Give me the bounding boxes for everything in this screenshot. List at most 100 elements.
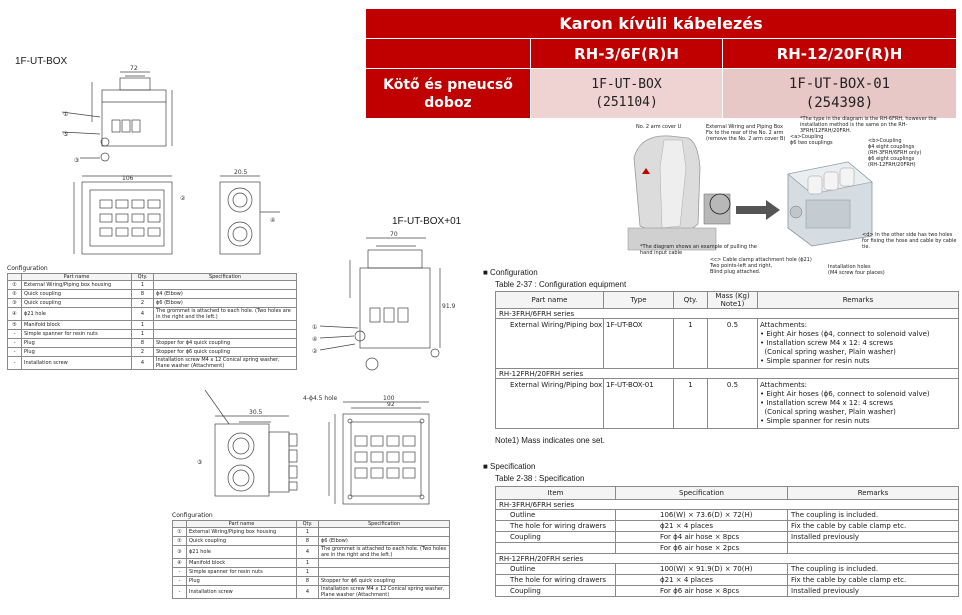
table-cell: ϕ21 hole	[21, 307, 132, 321]
note-coupling-b: <b>Coupling ϕ4 eight couplings (RH-3FRH/…	[868, 138, 922, 168]
remark: Attachments:	[760, 321, 808, 329]
svg-text:30.5: 30.5	[249, 409, 263, 416]
svg-text:72: 72	[130, 65, 138, 72]
configuration-heading: ■ Configuration	[483, 268, 538, 277]
cfg1-header-cell	[7, 273, 22, 281]
note-cable-tie: <d> In the other side has two holes for …	[862, 232, 957, 250]
arrow-icon	[736, 200, 780, 220]
note-installation-holes: Installation holes (M4 screw four places…	[828, 264, 885, 276]
note-cable-clamp: <c> Cable clamp attachment hole (ϕ21) Tw…	[710, 257, 812, 275]
configuration-note: Note1) Mass indicates one set.	[495, 436, 605, 445]
table-cell: Outline	[495, 509, 616, 521]
table-cell: For ϕ4 air hose × 8pcs	[615, 531, 788, 543]
table-cell: Quick coupling	[21, 289, 132, 299]
table-cell: Coupling	[495, 531, 616, 543]
table-cell	[153, 329, 297, 339]
cfg2-header-cell: Part name	[186, 520, 297, 528]
row-label-line2: doboz	[424, 94, 472, 111]
table-cell: ③	[172, 545, 187, 559]
table-cell: 8	[131, 289, 154, 299]
table-cell: 106(W) × 73.6(D) × 72(H)	[615, 509, 788, 521]
svg-text:①: ①	[63, 111, 68, 118]
specification-heading: ■ Specification	[483, 462, 536, 471]
box1-front-outline	[81, 181, 173, 255]
table-cell: Simple spanner for resin nuts	[186, 567, 297, 577]
config1-title: Configuration	[7, 265, 48, 272]
table-cell: Simple spanner for resin nuts	[21, 329, 132, 339]
cfg-header-mass: Mass (Kg) Note1)	[707, 291, 758, 309]
table-cell: External Wiring/Piping box housing	[21, 280, 132, 290]
table-cell: 1	[131, 320, 154, 330]
remark: • Installation screw M4 x 12: 4 screws	[760, 339, 893, 347]
svg-text:④: ④	[312, 336, 317, 343]
table-cell: 2	[131, 347, 154, 357]
svg-text:92: 92	[387, 401, 395, 408]
table-cell: ①	[172, 527, 187, 537]
configuration-caption: Table 2-37 : Configuration equipment	[495, 280, 627, 289]
table-cell	[153, 320, 297, 330]
box1-side-outline	[101, 89, 167, 147]
table-cell: ④	[7, 307, 22, 321]
note-coupling-a: <a>Coupling ϕ6 two couplings	[790, 134, 833, 146]
piping-box-photo	[787, 161, 873, 247]
note-arm-cover: No. 2 arm cover U	[636, 124, 682, 130]
specification-table: Item Specification Remarks RH-3FRH/6FRH …	[495, 486, 959, 597]
header-col1: RH-3/6F(R)H	[530, 38, 723, 69]
note-type: *The type in the diagram is the RH-6FRH,…	[800, 116, 937, 134]
table-cell: Installation screw	[186, 585, 297, 599]
svg-text:106: 106	[122, 175, 134, 182]
svg-text:③: ③	[197, 459, 202, 466]
table-cell: Manifold block	[21, 320, 132, 330]
table-cell: ϕ6 (Elbow)	[153, 298, 297, 308]
cfg-row2-part: External Wiring/Piping box	[495, 378, 604, 429]
table-cell: 4	[131, 356, 154, 370]
cfg-row1-type: 1F-UT-BOX	[603, 318, 674, 369]
svg-text:②: ②	[180, 195, 186, 202]
table-cell: ϕ6 (Elbow)	[318, 536, 450, 546]
table-cell: The coupling is included.	[787, 509, 959, 521]
table-cell: Fix the cable by cable clamp etc.	[787, 574, 959, 586]
table-cell: Plug	[21, 347, 132, 357]
table-cell: 4	[131, 307, 154, 321]
note-diagram: *The diagram shows an example of pulling…	[640, 244, 757, 256]
svg-text:④: ④	[270, 217, 275, 224]
table-cell: The grommet is attached to each hole. (T…	[318, 545, 450, 559]
svg-text:4-ϕ4.5 hole: 4-ϕ4.5 hole	[303, 395, 338, 402]
table-cell: ϕ21 × 4 places	[615, 520, 788, 532]
cfg-row1-mass: 0.5	[707, 318, 758, 369]
table-cell: Outline	[495, 563, 616, 575]
svg-text:③: ③	[74, 157, 79, 164]
header-row-label: Kötő és pneucső doboz	[365, 68, 531, 119]
cfg-row2-qty: 1	[673, 378, 708, 429]
cfg-header-remarks: Remarks	[757, 291, 959, 309]
cfg-header-qty: Qty.	[673, 291, 708, 309]
table-cell: Plug	[21, 338, 132, 348]
box1-right-outline	[219, 181, 261, 255]
spec-series2: RH-12FRH/20FRH series	[495, 553, 959, 564]
row-label-line1: Kötő és pneucső	[383, 76, 513, 93]
svg-text:100: 100	[383, 395, 395, 402]
table-cell: -	[172, 585, 187, 599]
header-col2-part-cell: 1F-UT-BOX-01 (254398)	[722, 68, 957, 119]
table-cell: Stopper for ϕ6 quick coupling	[318, 576, 450, 586]
table-cell: External Wiring/Piping box housing	[186, 527, 297, 537]
spec-header-item: Item	[495, 486, 616, 500]
drawing2-technical-drawing: ① ④ ② 70 91.9	[312, 231, 456, 371]
remark: Attachments:	[760, 381, 808, 389]
remark: • Eight Air hoses (ϕ6, connect to soleno…	[760, 390, 930, 398]
table-cell: Manifold block	[186, 558, 297, 568]
table-cell: 8	[131, 338, 154, 348]
table-cell: ③	[7, 298, 22, 308]
